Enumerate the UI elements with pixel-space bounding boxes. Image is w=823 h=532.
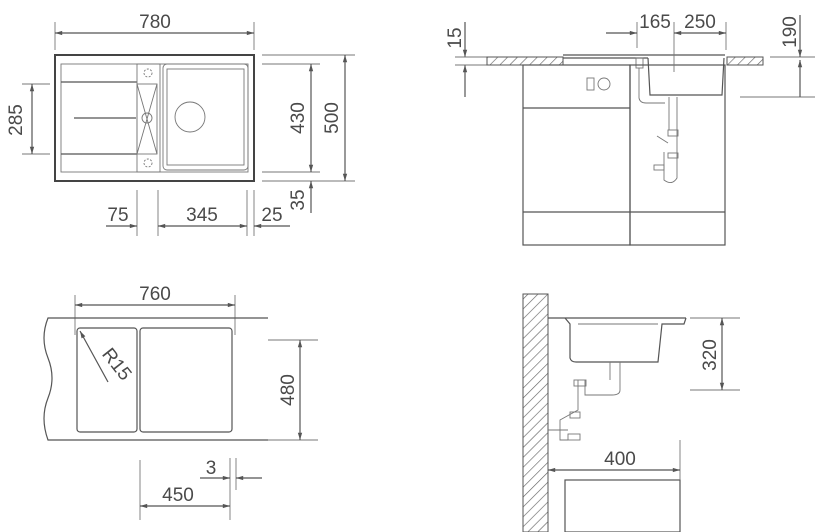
radius-label: R15	[97, 344, 135, 384]
sink-bowl-section	[564, 317, 687, 363]
counter-thickness-label: 15	[445, 27, 466, 48]
dishwasher-cabinet	[522, 64, 631, 246]
rim-label: 25	[261, 205, 282, 226]
section-depth-label: 320	[700, 339, 721, 371]
drainer-depth-label: 285	[6, 104, 27, 136]
cutout-right	[139, 327, 233, 433]
bowl-height-label: 190	[780, 16, 801, 48]
top-view: 780 285 430 500 35 75	[6, 12, 355, 236]
cutout-offset-label: 450	[162, 485, 194, 506]
overall-depth-label: 500	[322, 102, 343, 134]
bowl-depth-label: 430	[288, 102, 309, 134]
countertop	[486, 56, 564, 66]
sink-cabinet	[629, 64, 726, 246]
width-label: 780	[139, 12, 171, 33]
bowl-offset-label: 250	[684, 12, 716, 33]
cutout-left	[76, 327, 138, 433]
sink-bowl	[647, 57, 725, 96]
cutout-width-label: 760	[139, 284, 171, 305]
base-cabinet	[564, 479, 681, 532]
section-view: 320 400	[522, 293, 740, 532]
bowl-width-label: 345	[186, 205, 218, 226]
cutout-view: 760 R15 480 3 450	[43, 284, 318, 520]
tap-hole-icon	[143, 68, 153, 78]
sink-outline	[54, 54, 255, 182]
drain-offset-label: 165	[639, 12, 671, 33]
siphon-trap	[663, 97, 678, 183]
wall	[522, 293, 549, 532]
wall-distance-label: 400	[604, 449, 636, 470]
front-edge-label: 35	[288, 189, 309, 210]
countertop-outline	[43, 317, 268, 441]
bowl-outline	[162, 63, 249, 171]
drain-icon	[174, 101, 206, 133]
overflow-icon	[141, 112, 153, 124]
drainer-offset-label: 75	[107, 205, 128, 226]
side-view: 15 165 250 190	[445, 12, 815, 246]
gap-label: 3	[206, 458, 217, 479]
cutout-depth-label: 480	[278, 374, 299, 406]
